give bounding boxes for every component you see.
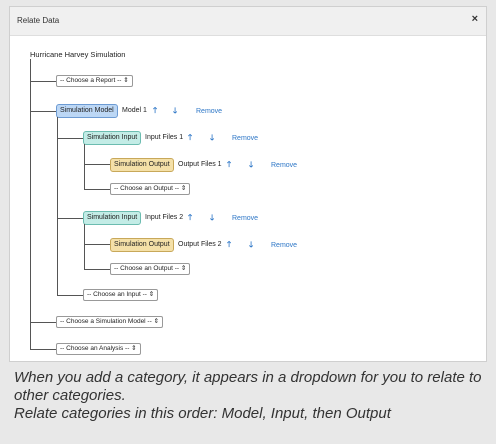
tree-line [57, 117, 58, 295]
move-up-icon[interactable]: 🡑 [188, 133, 193, 142]
choose-analysis-select[interactable]: -- Choose an Analysis -- ⇕ [56, 343, 141, 355]
simulation-input-tag: Simulation Input [83, 211, 142, 225]
simulation-output-tag: Simulation Output [110, 158, 174, 172]
output-name: Output Files 2 [178, 241, 222, 248]
relation-tree: Hurricane Harvey Simulation -- Choose a … [10, 35, 486, 362]
tree-line [30, 81, 56, 82]
tree-line [30, 111, 56, 112]
close-icon[interactable]: × [471, 13, 478, 25]
choose-simulation-model-select[interactable]: -- Choose a Simulation Model -- ⇕ [56, 316, 164, 328]
tree-line [84, 189, 110, 190]
simulation-input-tag: Simulation Input [83, 131, 142, 145]
move-up-icon[interactable]: 🡑 [227, 240, 232, 249]
move-up-icon[interactable]: 🡑 [153, 106, 158, 115]
tree-line [30, 349, 56, 350]
choose-report-select[interactable]: -- Choose a Report -- ⇕ [56, 75, 133, 87]
move-down-icon[interactable]: 🡓 [210, 213, 215, 222]
relate-data-dialog: Relate Data × Hurricane Harvey Simulatio… [9, 6, 487, 362]
dialog-header: Relate Data × [10, 7, 486, 36]
caption-line: Relate categories in this order: Model, … [14, 405, 391, 422]
tree-line [84, 244, 110, 245]
remove-output-link[interactable]: Remove [271, 162, 298, 169]
tree-line [84, 164, 110, 165]
input-name: Input Files 2 [145, 214, 184, 221]
choose-output-select[interactable]: -- Choose an Output -- ⇕ [110, 263, 191, 275]
output-name: Output Files 1 [178, 161, 222, 168]
tree-line [84, 144, 85, 189]
remove-input-link[interactable]: Remove [232, 215, 259, 222]
tree-line [30, 59, 31, 349]
tree-line [84, 224, 85, 269]
move-down-icon[interactable]: 🡓 [210, 133, 215, 142]
remove-input-link[interactable]: Remove [232, 135, 259, 142]
tree-line [57, 138, 83, 139]
tree-line [84, 269, 110, 270]
move-down-icon[interactable]: 🡓 [249, 240, 254, 249]
choose-input-select[interactable]: -- Choose an Input -- ⇕ [83, 289, 159, 301]
tree-line [57, 295, 83, 296]
tree-line [30, 322, 56, 323]
input-name: Input Files 1 [145, 134, 184, 141]
choose-output-select[interactable]: -- Choose an Output -- ⇕ [110, 183, 191, 195]
simulation-output-tag: Simulation Output [110, 238, 174, 252]
simulation-model-tag: Simulation Model [56, 104, 118, 118]
move-up-icon[interactable]: 🡑 [227, 160, 232, 169]
move-down-icon[interactable]: 🡓 [173, 106, 178, 115]
caption-line: When you add a category, it appears in a… [14, 369, 482, 404]
root-label: Hurricane Harvey Simulation [30, 50, 126, 59]
remove-output-link[interactable]: Remove [271, 242, 298, 249]
move-down-icon[interactable]: 🡓 [249, 160, 254, 169]
tree-line [57, 218, 83, 219]
move-up-icon[interactable]: 🡑 [188, 213, 193, 222]
instruction-caption: When you add a category, it appears in a… [14, 369, 486, 423]
dialog-title: Relate Data [17, 16, 60, 25]
model-name: Model 1 [122, 107, 147, 114]
remove-model-link[interactable]: Remove [196, 108, 223, 115]
